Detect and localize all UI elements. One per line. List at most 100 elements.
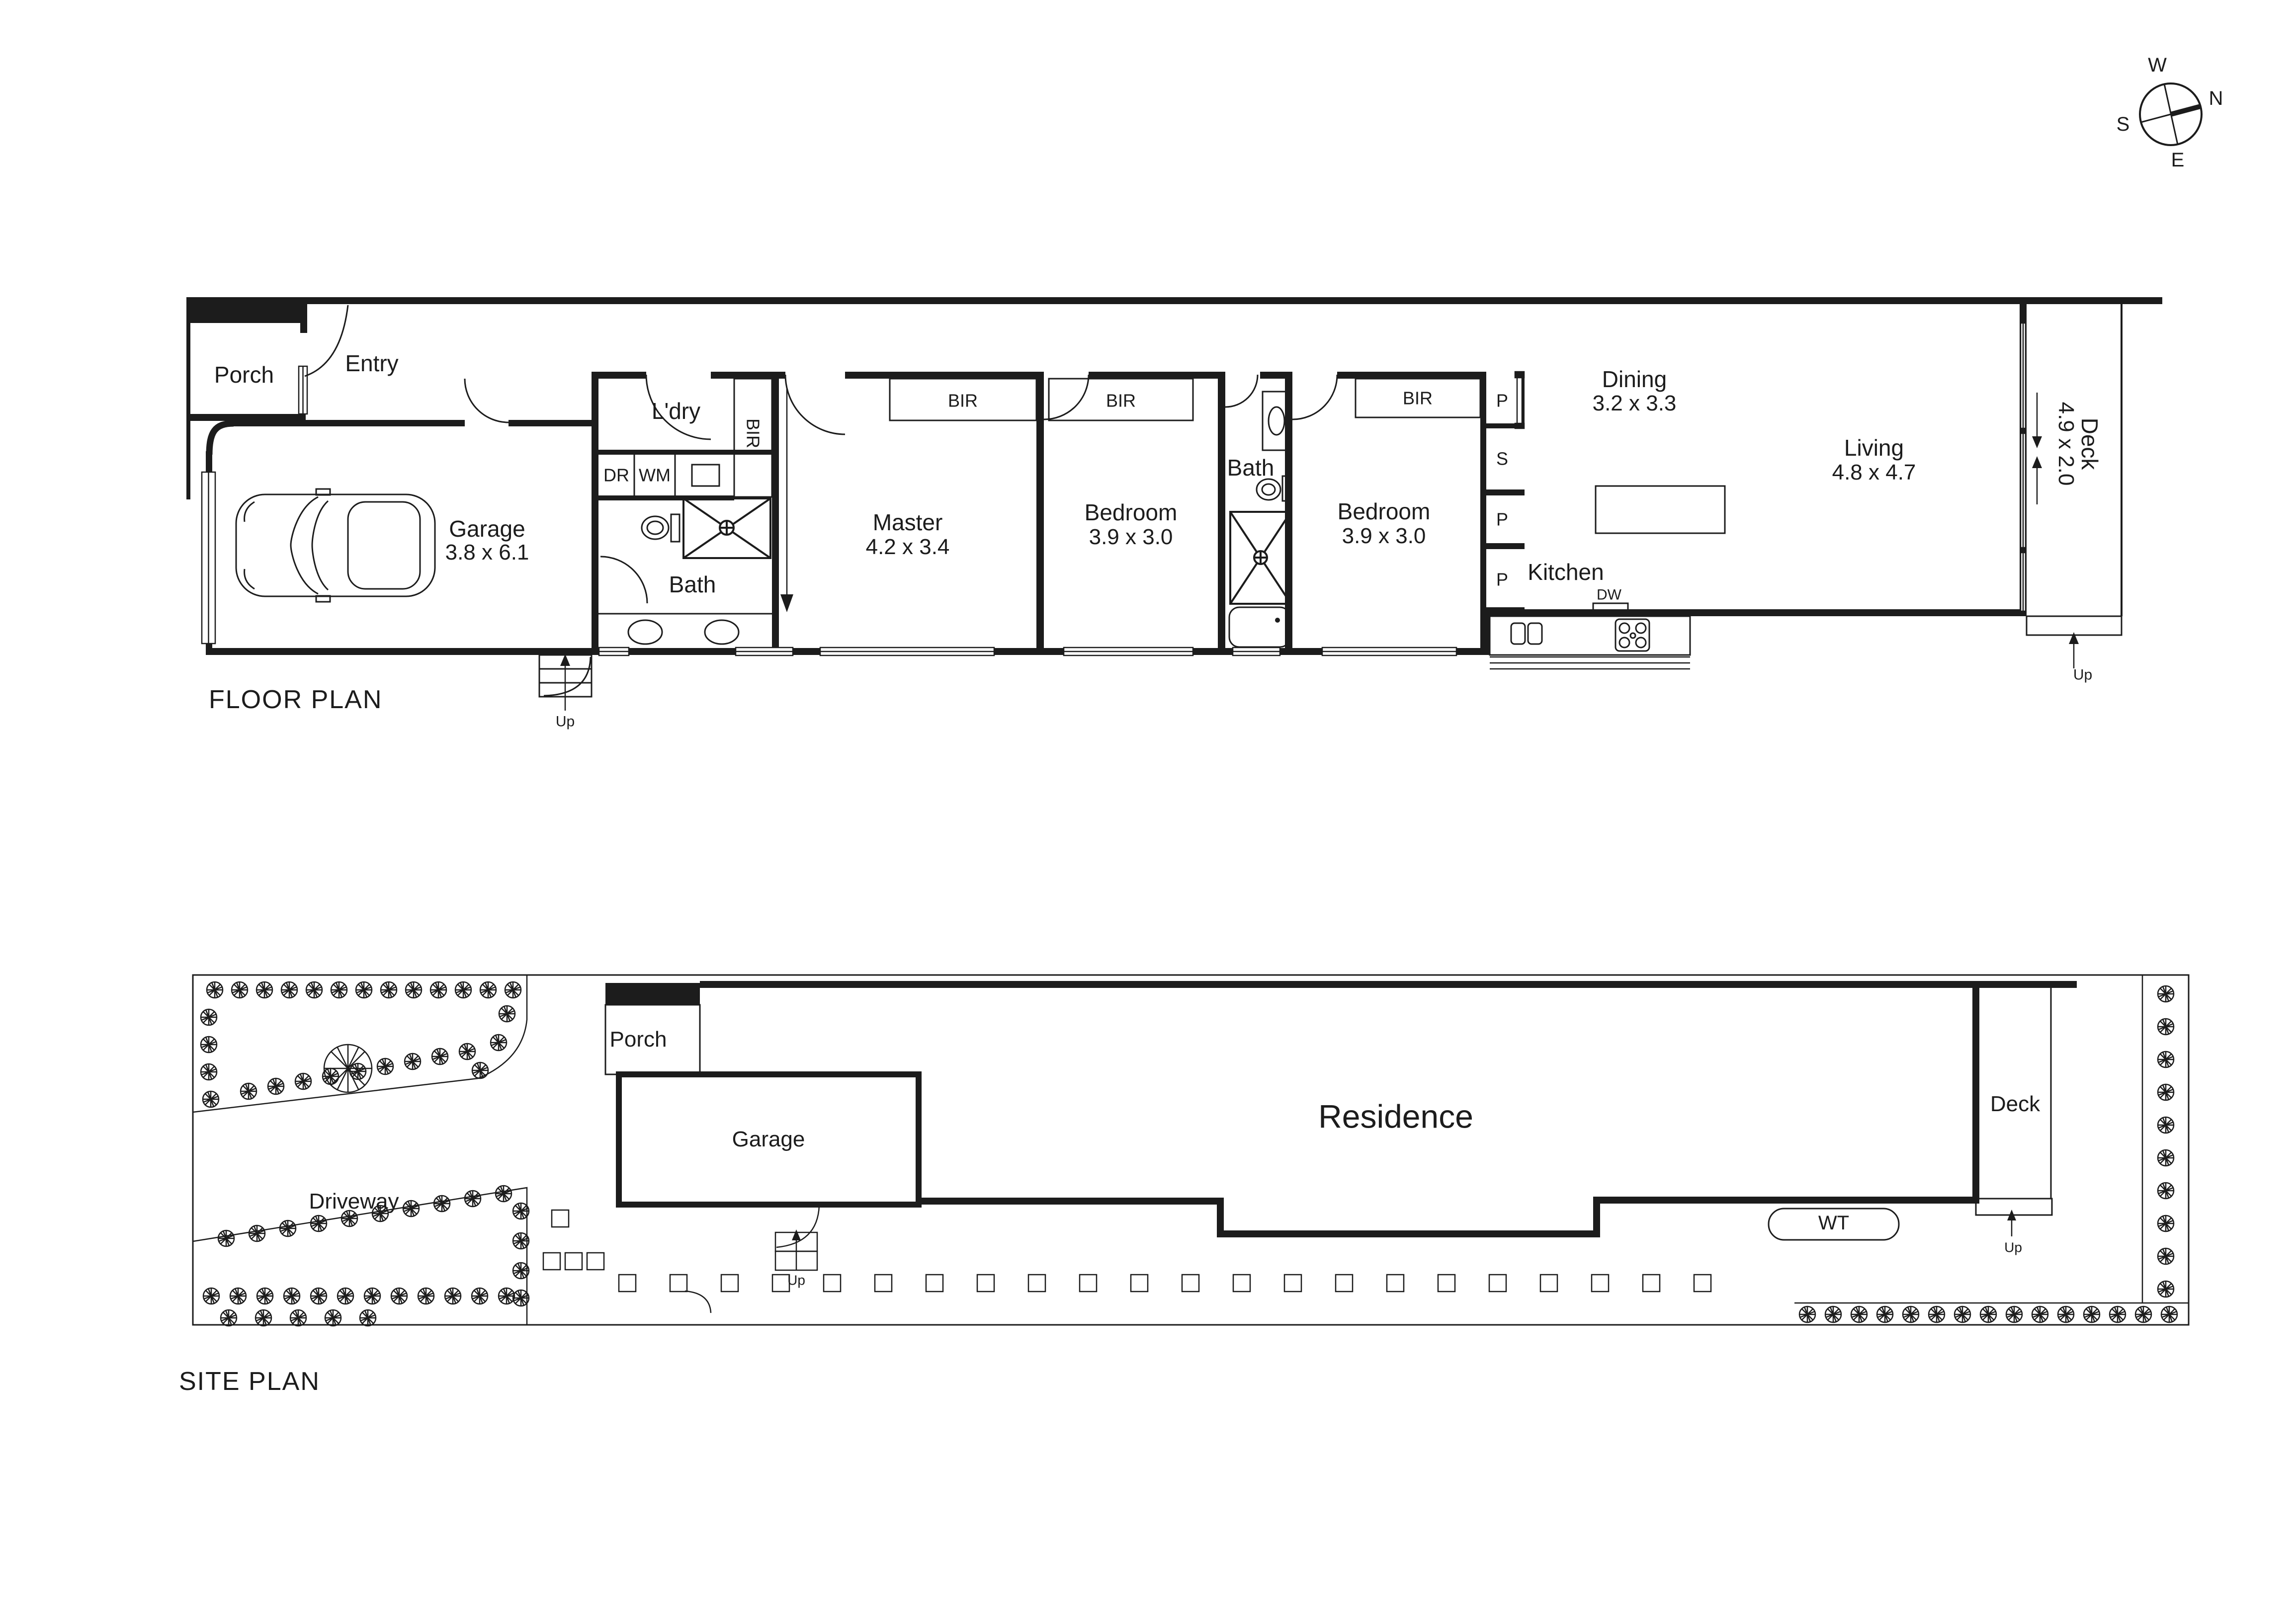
kitchen-bench bbox=[1489, 615, 1691, 670]
bath-toilet bbox=[1256, 475, 1291, 502]
room-bedroom2: Bedroom bbox=[1084, 499, 1178, 526]
siteplan-title: SITE PLAN bbox=[179, 1367, 320, 1396]
room-master-dims: 4.2 x 3.4 bbox=[865, 535, 950, 560]
deck-sliding-doors bbox=[2020, 322, 2027, 612]
floorplan-curved-walls bbox=[206, 420, 234, 455]
site-tree bbox=[323, 1044, 373, 1093]
site-gate-arc bbox=[684, 1290, 712, 1313]
site-porch-label: Porch bbox=[609, 1027, 667, 1052]
ensuite-toilet bbox=[641, 513, 680, 543]
site-garage-up-label: Up bbox=[787, 1272, 805, 1288]
site-deck-step bbox=[1975, 1198, 2053, 1216]
site-pavers bbox=[542, 1209, 1712, 1293]
cupboard-pantry-3: P bbox=[1496, 569, 1509, 590]
site-deck-label: Deck bbox=[1990, 1092, 2041, 1117]
kitchen-sink bbox=[1510, 622, 1526, 645]
bath-door-arc bbox=[1225, 374, 1259, 408]
room-living-dims: 4.8 x 4.7 bbox=[1832, 460, 1916, 485]
laundry-sink bbox=[691, 464, 720, 487]
site-porch-roof bbox=[605, 983, 700, 1005]
room-bedroom3: Bedroom bbox=[1337, 498, 1431, 525]
top-garden-edge bbox=[192, 975, 528, 1113]
site-residence-label: Residence bbox=[1318, 1098, 1473, 1135]
room-master: Master bbox=[872, 509, 943, 536]
deck-floorplan bbox=[2026, 393, 2123, 668]
floorplan-robes bbox=[633, 378, 1481, 498]
fixture-dishwasher: DW bbox=[1597, 586, 1621, 603]
room-laundry: L'dry bbox=[651, 398, 701, 424]
floorplan-title: FLOOR PLAN bbox=[209, 685, 383, 714]
site-deck-up-arrow bbox=[2007, 1210, 2016, 1236]
fixture-dryer: DR bbox=[603, 465, 629, 486]
room-dining-dims: 3.2 x 3.3 bbox=[1592, 391, 1677, 416]
room-bedroom2-dims: 3.9 x 3.0 bbox=[1089, 525, 1173, 550]
island-bench bbox=[1595, 485, 1726, 534]
up-deck-label: Up bbox=[2073, 666, 2093, 683]
bedroom2-bir-box bbox=[1048, 378, 1194, 421]
ensuite-door-arc bbox=[600, 556, 648, 604]
bedroom3-bir-box bbox=[1355, 378, 1481, 418]
up-stairs-label: Up bbox=[555, 713, 575, 730]
room-entry: Entry bbox=[345, 350, 399, 377]
bath-vanity bbox=[1262, 391, 1292, 451]
robe-master: BIR bbox=[947, 390, 978, 411]
master-bir-box bbox=[889, 378, 1037, 421]
slider-arrows bbox=[2032, 393, 2042, 504]
compass-e: E bbox=[2171, 149, 2185, 171]
floorplan-doors bbox=[304, 305, 1338, 604]
room-garage-dims: 3.8 x 6.1 bbox=[445, 540, 529, 565]
laundry-door-arc bbox=[645, 374, 711, 440]
room-deck: Deck bbox=[2076, 417, 2103, 470]
room-bath: Bath bbox=[1227, 455, 1275, 481]
cooktop bbox=[1615, 618, 1650, 652]
room-kitchen: Kitchen bbox=[1528, 559, 1604, 585]
garage-window bbox=[201, 471, 216, 645]
cupboard-pantry-2: P bbox=[1496, 509, 1509, 530]
robe-laundry: BIR bbox=[743, 418, 764, 449]
laundry-ensuite-fixtures bbox=[598, 389, 793, 645]
site-water-tank bbox=[1768, 1208, 1900, 1241]
site-garage-steps bbox=[774, 1205, 820, 1271]
site-deck-up-label: Up bbox=[2004, 1239, 2022, 1255]
garage-hall-door-arc bbox=[464, 378, 509, 423]
bathtub bbox=[1228, 606, 1291, 648]
dining-side-window bbox=[1514, 371, 1525, 429]
room-deck-dims: 4.9 x 2.0 bbox=[2053, 402, 2078, 486]
bath-shower bbox=[1229, 511, 1292, 605]
site-boundary bbox=[192, 974, 2190, 1326]
cupboard-pantry-1: P bbox=[1496, 390, 1509, 411]
dishwasher-box bbox=[1592, 602, 1629, 612]
room-dining: Dining bbox=[1602, 366, 1667, 393]
robe-bedroom3: BIR bbox=[1402, 388, 1433, 408]
cupboard-store: S bbox=[1496, 448, 1509, 469]
room-garage: Garage bbox=[449, 516, 525, 542]
site-structures bbox=[604, 988, 2053, 1313]
site-garage-outline bbox=[616, 1071, 922, 1208]
ensuite-shower bbox=[682, 497, 771, 559]
central-bath-fixtures bbox=[1228, 391, 1292, 648]
stairs-up bbox=[538, 654, 593, 711]
site-residence bbox=[605, 981, 2077, 1237]
site-garage-label: Garage bbox=[732, 1127, 805, 1152]
kitchen-fixtures bbox=[1489, 485, 1726, 670]
compass-n: N bbox=[2209, 87, 2223, 110]
room-porch: Porch bbox=[214, 362, 274, 388]
bottom-garden-edge bbox=[192, 1187, 528, 1325]
compass-w: W bbox=[2148, 54, 2167, 77]
fixture-washer: WM bbox=[639, 465, 671, 486]
compass-s: S bbox=[2116, 113, 2130, 136]
room-ensuite: Bath bbox=[669, 571, 716, 598]
room-bedroom3-dims: 3.9 x 3.0 bbox=[1342, 524, 1426, 549]
compass-icon bbox=[2139, 82, 2203, 146]
master-door-arc bbox=[784, 374, 846, 435]
robe-bedroom2: BIR bbox=[1105, 390, 1136, 411]
entry-door-arc bbox=[304, 305, 349, 377]
bedroom2-door-arc bbox=[1043, 374, 1090, 420]
site-driveway-label: Driveway bbox=[309, 1189, 399, 1214]
robe-arrow-head bbox=[780, 594, 793, 612]
ensuite-vanity bbox=[598, 613, 772, 645]
room-living: Living bbox=[1844, 435, 1904, 461]
site-water-tank-label: WT bbox=[1818, 1212, 1850, 1234]
